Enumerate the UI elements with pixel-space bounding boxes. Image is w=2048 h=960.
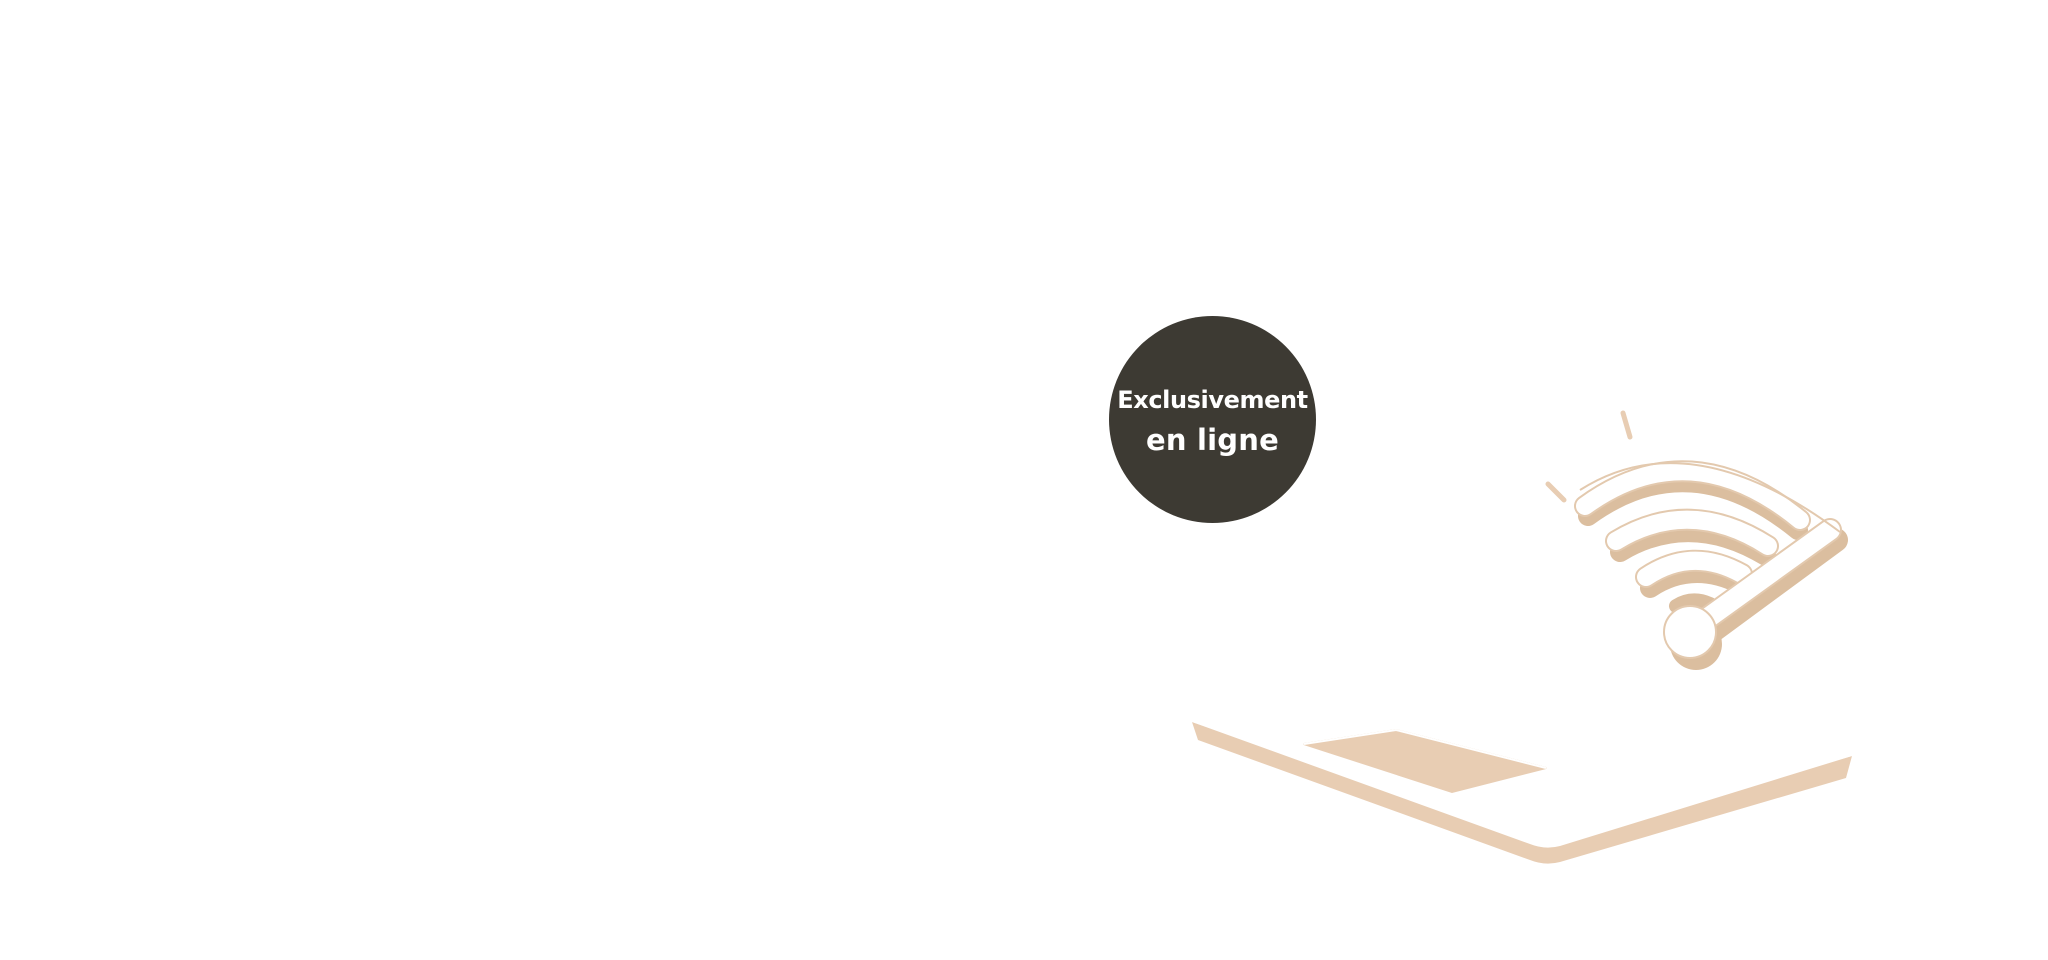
wifi-speedometer-icon <box>1545 410 1848 670</box>
badge-line-1: Exclusivement <box>1117 385 1308 414</box>
online-exclusive-badge: Exclusivement en ligne <box>1109 316 1316 523</box>
badge-line-2: en ligne <box>1146 422 1279 457</box>
tablet-icon <box>1192 712 1852 864</box>
